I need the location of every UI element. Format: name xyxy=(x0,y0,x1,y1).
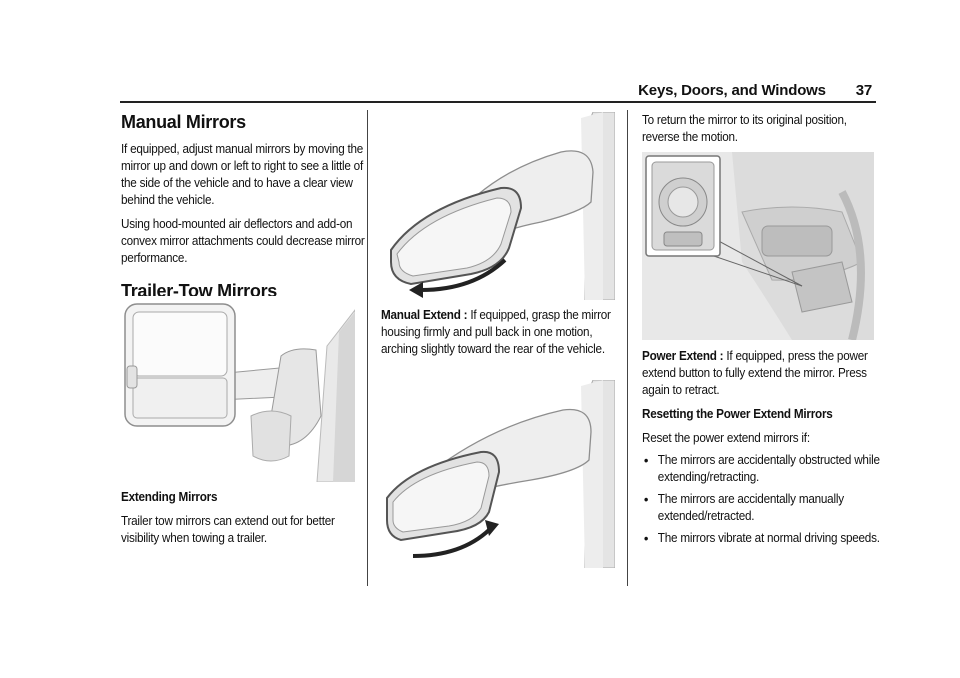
reset-bullet: The mirrors are accidentally manually ex… xyxy=(642,491,886,525)
extending-mirrors-heading: Extending Mirrors xyxy=(121,490,218,504)
column-1: Manual Mirrors If equipped, adjust manua… xyxy=(121,112,365,302)
power-extend-paragraph: Power Extend : If equipped, press the po… xyxy=(642,348,886,399)
trailer-tow-mirror-figure xyxy=(121,296,355,482)
manual-mirrors-title: Manual Mirrors xyxy=(121,112,246,132)
page-number: 37 xyxy=(855,82,873,99)
reset-bullet: The mirrors vibrate at normal driving sp… xyxy=(642,530,886,547)
column-2-text: Manual Extend : If equipped, grasp the m… xyxy=(381,307,621,358)
manual-mirrors-paragraph-1: If equipped, adjust manual mirrors by mo… xyxy=(121,142,364,207)
extending-mirrors-paragraph: Trailer tow mirrors can extend out for b… xyxy=(121,514,335,545)
reset-conditions-list: The mirrors are accidentally obstructed … xyxy=(642,452,886,547)
column-3-top: To return the mirror to its original pos… xyxy=(642,112,882,146)
manual-extend-paragraph: Manual Extend : If equipped, grasp the m… xyxy=(381,307,625,358)
column-divider-1 xyxy=(367,110,368,586)
power-extend-text: If equipped, press the power extend butt… xyxy=(642,349,868,397)
reset-intro: Reset the power extend mirrors if: xyxy=(642,431,810,445)
column-3-text: Power Extend : If equipped, press the po… xyxy=(642,348,882,547)
reset-bullet: The mirrors are accidentally obstructed … xyxy=(642,452,886,486)
manual-extend-figure-2 xyxy=(381,380,615,568)
resetting-heading: Resetting the Power Extend Mirrors xyxy=(642,407,833,421)
power-extend-label: Power Extend : xyxy=(642,349,724,363)
power-extend-switch-figure xyxy=(642,152,874,340)
manual-extend-figure-1 xyxy=(381,112,615,300)
return-mirror-paragraph: To return the mirror to its original pos… xyxy=(642,113,847,144)
running-header: Keys, Doors, and Windows 37 xyxy=(638,82,872,99)
column-divider-2 xyxy=(627,110,628,586)
column-1-lower: Extending Mirrors Trailer tow mirrors ca… xyxy=(121,489,361,547)
section-title: Keys, Doors, and Windows xyxy=(638,82,826,99)
manual-mirrors-paragraph-2: Using hood-mounted air deflectors and ad… xyxy=(121,217,365,265)
manual-extend-text: If equipped, grasp the mirror housing fi… xyxy=(381,308,611,356)
header-rule xyxy=(120,101,876,103)
manual-extend-label: Manual Extend : xyxy=(381,308,468,322)
